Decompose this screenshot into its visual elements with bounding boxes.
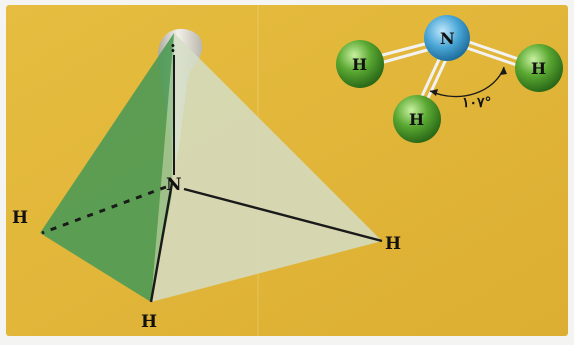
diagram-panel: : N H H H [6, 5, 568, 336]
lone-pair-dots: : [170, 37, 176, 56]
ball-h-atom-front [393, 95, 441, 143]
tetra-h-label-right: H [385, 234, 401, 254]
ball-stick-model: ۱۰۷° H H H N [336, 15, 563, 143]
ball-h-label-right: H [531, 59, 546, 78]
bond-n-h-back-dashed [41, 185, 167, 235]
tetra-n-label: N [166, 175, 182, 195]
tetra-face-light [151, 33, 382, 302]
ball-n-label: N [440, 29, 455, 48]
tetra-face-dark [40, 33, 174, 302]
ball-h-atom-right [515, 44, 563, 92]
bond-n-h-front [149, 182, 174, 303]
ball-h-atom-left [336, 40, 384, 88]
angle-arrow-left [430, 89, 438, 96]
bond-n-h-right [183, 187, 383, 243]
ball-h-label-front: H [409, 110, 424, 129]
tetra-h-label-bottom: H [141, 312, 157, 332]
bond-angle-label: ۱۰۷° [462, 95, 492, 111]
ball-h-label-left: H [352, 55, 367, 74]
ball-n-atom [424, 15, 470, 61]
angle-arrow-right [500, 67, 507, 75]
tetra-h-label-left: H [12, 208, 28, 228]
ammonia-geometry-diagram: : N H H H [6, 5, 568, 336]
tetrahedral-model: : N H H H [12, 28, 401, 332]
tetra-face-mid [151, 33, 174, 302]
